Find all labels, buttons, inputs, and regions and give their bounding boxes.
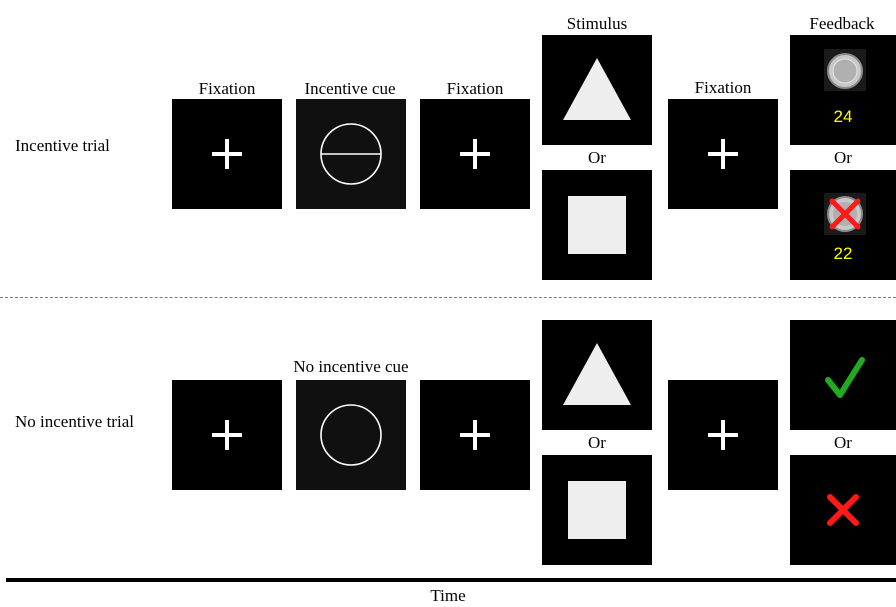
stimulus-square-screen-2 <box>542 455 652 565</box>
or-label-stimulus-2: Or <box>588 433 606 452</box>
no-incentive-cue-label: No incentive cue <box>293 357 409 376</box>
fixation-screen-2 <box>420 99 530 209</box>
incentive-cue-screen <box>296 99 406 209</box>
feedback-correct-screen <box>790 320 896 430</box>
fixation-label-3: Fixation <box>694 78 752 97</box>
fixation-cross-icon <box>708 420 738 450</box>
fixation-screen-3 <box>668 99 778 209</box>
loss-points: 22 <box>833 244 853 263</box>
fixation-label-1: Fixation <box>198 79 256 98</box>
triangle-icon <box>563 58 631 120</box>
stimulus-square-screen-1 <box>542 170 652 280</box>
or-label-feedback-2: Or <box>834 433 852 452</box>
red-x-icon <box>827 494 859 526</box>
fixation-cross-icon <box>460 420 490 450</box>
fixation-screen-1 <box>172 99 282 209</box>
incentive-cue-label: Incentive cue <box>304 79 396 98</box>
feedback-win-screen: 24 <box>790 35 896 145</box>
fixation-cross-icon <box>212 420 242 450</box>
fixation-screen-4 <box>172 380 282 490</box>
fixation-label-2: Fixation <box>446 79 504 98</box>
feedback-incorrect-screen <box>790 455 896 565</box>
square-icon <box>568 481 626 539</box>
square-icon <box>568 196 626 254</box>
or-label-feedback-1: Or <box>834 148 852 167</box>
coin-crossed-icon <box>824 193 866 235</box>
fixation-cross-icon <box>460 139 490 169</box>
circle-with-line-icon <box>320 123 382 185</box>
checkmark-icon <box>825 357 865 398</box>
coin-icon <box>824 49 866 91</box>
win-points: 24 <box>833 107 853 126</box>
trial-separator <box>0 297 896 298</box>
stimulus-triangle-screen-2 <box>542 320 652 430</box>
stimulus-label: Stimulus <box>566 14 628 33</box>
triangle-icon <box>563 343 631 405</box>
fixation-screen-6 <box>668 380 778 490</box>
or-label-stimulus-1: Or <box>588 148 606 167</box>
time-label: Time <box>430 586 466 605</box>
no-incentive-trial-label: No incentive trial <box>15 412 134 431</box>
fixation-cross-icon <box>708 139 738 169</box>
feedback-loss-screen: 22 <box>790 170 896 280</box>
incentive-trial-label: Incentive trial <box>15 136 110 155</box>
circle-icon <box>320 404 382 466</box>
fixation-cross-icon <box>212 139 242 169</box>
fixation-screen-5 <box>420 380 530 490</box>
stimulus-triangle-screen-1 <box>542 35 652 145</box>
no-incentive-cue-screen <box>296 380 406 490</box>
feedback-label: Feedback <box>809 14 875 33</box>
time-axis-line <box>6 578 896 582</box>
